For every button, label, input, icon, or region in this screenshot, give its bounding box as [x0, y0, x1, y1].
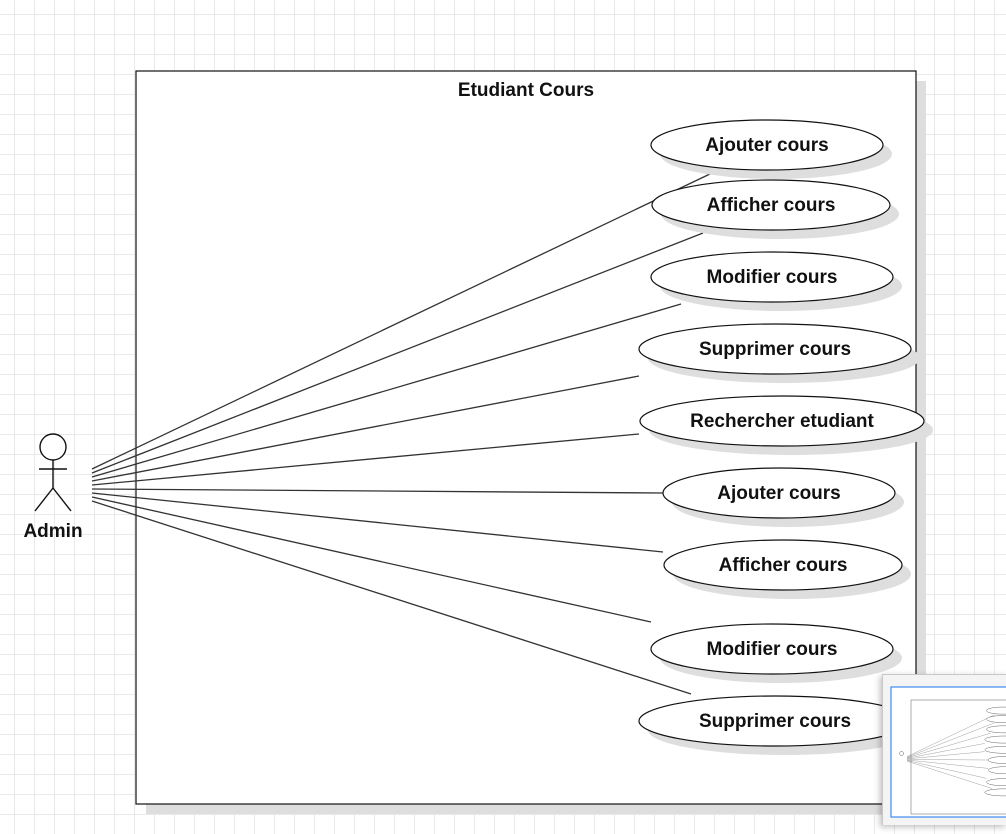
use-case-ellipse[interactable]	[638, 323, 912, 375]
associations	[91, 172, 713, 695]
use-case-ellipse[interactable]	[663, 539, 903, 591]
actor-left-leg	[34, 487, 54, 512]
use-case-4[interactable]: Supprimer cours	[638, 323, 920, 383]
actor-label: Admin	[23, 521, 82, 542]
use-case-label: Modifier cours	[707, 639, 838, 660]
association-line-3[interactable]	[91, 303, 682, 478]
association-line-5[interactable]	[91, 433, 640, 486]
association-line-4[interactable]	[91, 375, 640, 482]
use-case-ellipse[interactable]	[650, 623, 894, 675]
navigator-minimap[interactable]	[882, 674, 1006, 825]
minimap-association	[907, 743, 985, 759]
minimap-use-case	[984, 788, 1006, 797]
use-case-ellipse[interactable]	[651, 179, 891, 231]
minimap-content	[899, 706, 1006, 797]
minimap-use-case	[988, 766, 1006, 775]
use-case-ellipse[interactable]	[650, 119, 884, 171]
use-case-ellipse[interactable]	[639, 395, 925, 447]
use-case-label: Afficher cours	[719, 555, 848, 576]
minimap-actor	[899, 751, 904, 756]
minimap-association	[907, 759, 989, 761]
minimap-use-case	[984, 735, 1006, 744]
use-case-5[interactable]: Rechercher etudiant	[639, 395, 933, 455]
association-line-6[interactable]	[91, 488, 664, 494]
minimap-association	[906, 714, 996, 757]
use-case-label: Modifier cours	[707, 267, 838, 288]
minimap-association	[907, 760, 987, 779]
use-case-9[interactable]: Supprimer cours	[638, 695, 920, 755]
use-case-label: Ajouter cours	[717, 483, 841, 504]
use-case-label: Ajouter cours	[705, 135, 829, 156]
use-case-8[interactable]: Modifier cours	[650, 623, 902, 683]
minimap-use-case	[986, 725, 1006, 734]
minimap-association	[907, 732, 991, 758]
minimap-association	[907, 751, 985, 760]
use-case-6[interactable]: Ajouter cours	[662, 467, 904, 527]
association-line-7[interactable]	[91, 492, 664, 553]
use-case-label: Afficher cours	[707, 195, 836, 216]
minimap-use-case	[984, 745, 1006, 754]
use-case-label: Rechercher etudiant	[690, 411, 874, 432]
minimap-use-case	[986, 706, 1006, 715]
minimap-use-case	[987, 756, 1006, 764]
association-line-2[interactable]	[91, 232, 704, 474]
minimap-association	[907, 759, 989, 769]
actor-admin[interactable]: Admin	[23, 433, 83, 542]
use-case-ellipse[interactable]	[650, 251, 894, 303]
association-line-1[interactable]	[91, 172, 713, 470]
use-case-1[interactable]: Ajouter cours	[650, 119, 892, 179]
use-case-7[interactable]: Afficher cours	[663, 539, 911, 599]
use-case-label: Supprimer cours	[699, 711, 851, 732]
system-title: Etudiant Cours	[458, 80, 594, 101]
use-case-ellipse[interactable]	[662, 467, 896, 519]
use-case-label: Supprimer cours	[699, 339, 851, 360]
use-case-3[interactable]: Modifier cours	[650, 251, 902, 311]
minimap-use-case	[986, 778, 1006, 786]
association-line-8[interactable]	[91, 496, 652, 623]
actor-right-leg	[52, 487, 72, 512]
use-case-2[interactable]: Afficher cours	[651, 179, 899, 239]
actor-head	[39, 433, 67, 461]
minimap-association	[907, 760, 993, 789]
minimap-association	[906, 722, 994, 758]
minimap-use-case	[986, 715, 1006, 723]
association-line-9[interactable]	[91, 500, 692, 695]
